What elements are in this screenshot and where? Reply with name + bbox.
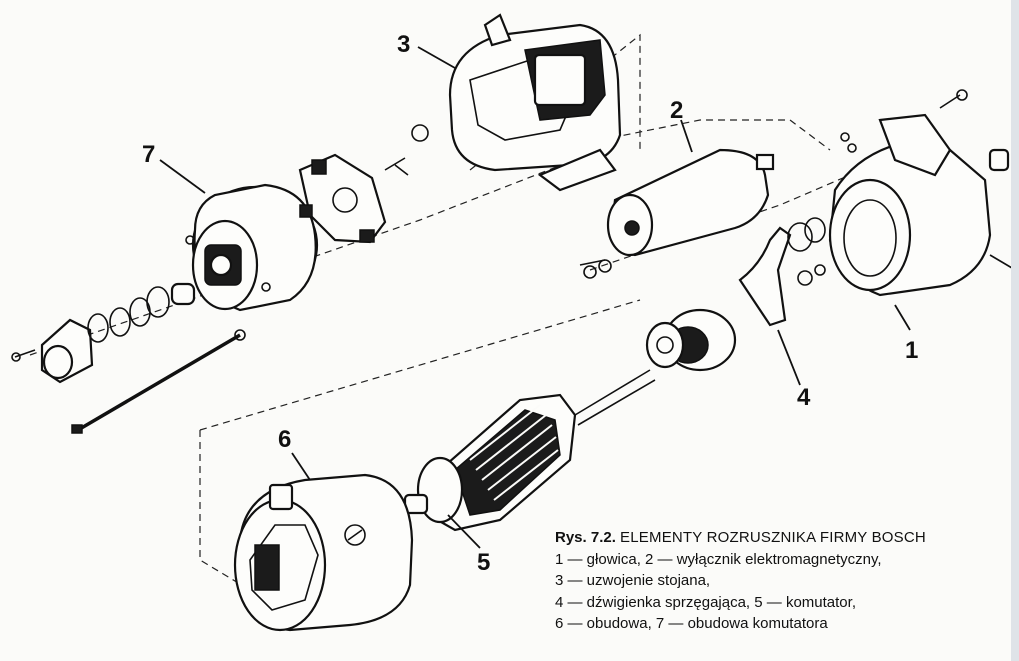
- callout-3: 3: [397, 31, 410, 58]
- callout-7: 7: [142, 141, 155, 168]
- commutator-housing: [185, 183, 319, 312]
- caption-line-3: 4 — dźwigienka sprzęgająca, 5 — komutato…: [555, 593, 856, 611]
- callout-2: 2: [670, 97, 683, 124]
- armature: [403, 369, 656, 532]
- caption-line-2: 3 — uzwojenie stojana,: [555, 572, 711, 589]
- stator-winding: [411, 13, 622, 192]
- motor-housing: [233, 473, 414, 632]
- figure-caption: Rys. 7.2. ELEMENTY ROZRUSZNIKA FIRMY BOS…: [555, 527, 1019, 635]
- scan-edge: [1011, 0, 1019, 661]
- caption-title-line: Rys. 7.2. ELEMENTY ROZRUSZNIKA FIRMY BOS…: [555, 527, 1019, 549]
- end-cap-and-washers: [11, 282, 196, 384]
- drive-end-head: [828, 89, 1013, 297]
- callout-numbers: 7 3 2 1 4 5 6: [142, 31, 918, 576]
- callout-4: 4: [797, 384, 811, 411]
- figure-title: ELEMENTY ROZRUSZNIKA FIRMY BOSCH: [620, 529, 926, 546]
- callout-5: 5: [477, 549, 490, 576]
- through-bolt: [71, 329, 246, 434]
- brush-plate: [298, 153, 409, 244]
- leader-lines: [159, 46, 911, 549]
- figure-number: Rys. 7.2.: [555, 529, 616, 546]
- solenoid-switch: [579, 148, 775, 279]
- engagement-lever: [738, 217, 826, 327]
- caption-line-1: 1 — głowica, 2 — wyłącznik elektromagnet…: [555, 550, 882, 568]
- caption-line-4: 6 — obudowa, 7 — obudowa komutatora: [555, 615, 828, 632]
- pinion-drive: [645, 308, 737, 372]
- callout-6: 6: [278, 426, 291, 453]
- callout-1: 1: [905, 337, 918, 364]
